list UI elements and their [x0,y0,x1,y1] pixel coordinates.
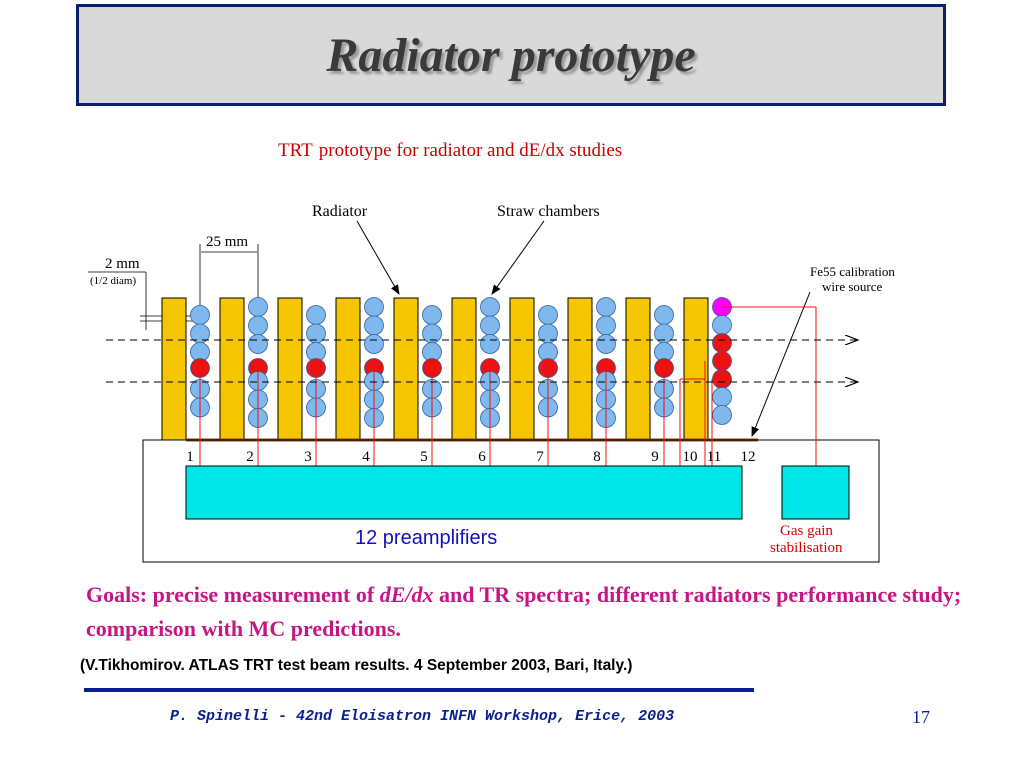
channel-number: 3 [304,449,312,465]
straw-tube [596,315,616,336]
straw-hit [712,333,732,353]
channel-number: 9 [651,449,659,465]
straw-tube [306,305,326,325]
straw-tube [248,315,268,336]
goals-italic: dE/dx [379,582,434,607]
straw-hit [712,351,732,371]
citation: (V.Tikhomirov. ATLAS TRT test beam resul… [80,657,633,674]
electronics-frame [142,439,880,563]
radiator-slab [277,297,303,441]
goals-part2: and TR spectra; different radiators perf… [86,582,962,641]
radiator-slab [393,297,419,441]
straw-chambers-label: Straw chambers [497,203,600,220]
readout-wires [199,306,817,466]
channel-number: 6 [478,449,486,465]
goals-part1: Goals: precise measurement of [86,582,380,607]
straw-tube [654,305,674,325]
channel-number: 10 [683,449,698,465]
goals-text: Goals: precise measurement of dE/dx and … [86,578,986,646]
gas-gain-label-line2: stabilisation [770,540,843,556]
radiator-slab [451,297,477,441]
fe55-label-line1: Fe55 calibration [810,264,895,279]
channel-number: 12 [741,449,756,465]
straw-tube [712,405,732,425]
straw-tube [364,334,384,354]
radiator-label: Radiator [312,203,368,220]
channel-number: 7 [536,449,544,465]
straw-tube [480,334,500,354]
dim-25mm-label: 25 mm [206,234,248,250]
radiator-slab [219,297,245,441]
channel-number: 1 [186,449,194,465]
caption-trt: TRT [278,140,313,161]
footer-text: P. Spinelli - 42nd Eloisatron INFN Works… [170,708,675,725]
channel-number: 4 [362,449,370,465]
diagram-caption: TRT prototype for radiator and dE/dx stud… [278,140,622,161]
radiator-slab [509,297,535,441]
fe55-label-line2: wire source [822,279,883,294]
radiator-slab [625,297,651,441]
straw-pointer [491,220,545,295]
title-box: Radiator prototype [76,4,946,106]
straw-tube [596,297,616,317]
straw-tube [596,334,616,354]
dim-2mm-label: 2 mm [105,256,140,272]
gas-gain-block [781,465,850,520]
slide-title: Radiator prototype [326,28,696,82]
preamplifier-block [185,465,743,520]
straw-tube [480,297,500,317]
caption-rest: prototype for radiator and dE/dx studies [319,140,622,161]
straw-tube [190,305,210,325]
channel-number: 5 [420,449,428,465]
straw-tube [248,297,268,317]
radiator-slab [335,297,361,441]
preamplifier-label: 12 preamplifiers [355,527,497,549]
footer-rule [84,688,754,692]
straw-hit [712,369,732,389]
straw-tube [422,305,442,325]
radiator-slab [683,297,709,441]
gas-gain-label-line1: Gas gain [780,523,833,539]
channel-number: 2 [246,449,254,465]
channel-number: 11 [707,449,721,465]
straw-tube [712,315,732,335]
radiator-pointer [356,220,400,295]
radiator-slab [161,297,187,441]
straw-tube [538,305,558,325]
channel-number: 8 [593,449,601,465]
straw-tube [364,315,384,336]
fe55-pointer [751,291,811,437]
straw-tube [364,297,384,317]
dim-half-diam-label: (1/2 diam) [90,275,136,287]
straw-tube [712,387,732,407]
page-number: 17 [912,707,930,727]
straw-tube [480,315,500,336]
radiator-slab [567,297,593,441]
straw-tube [248,334,268,354]
